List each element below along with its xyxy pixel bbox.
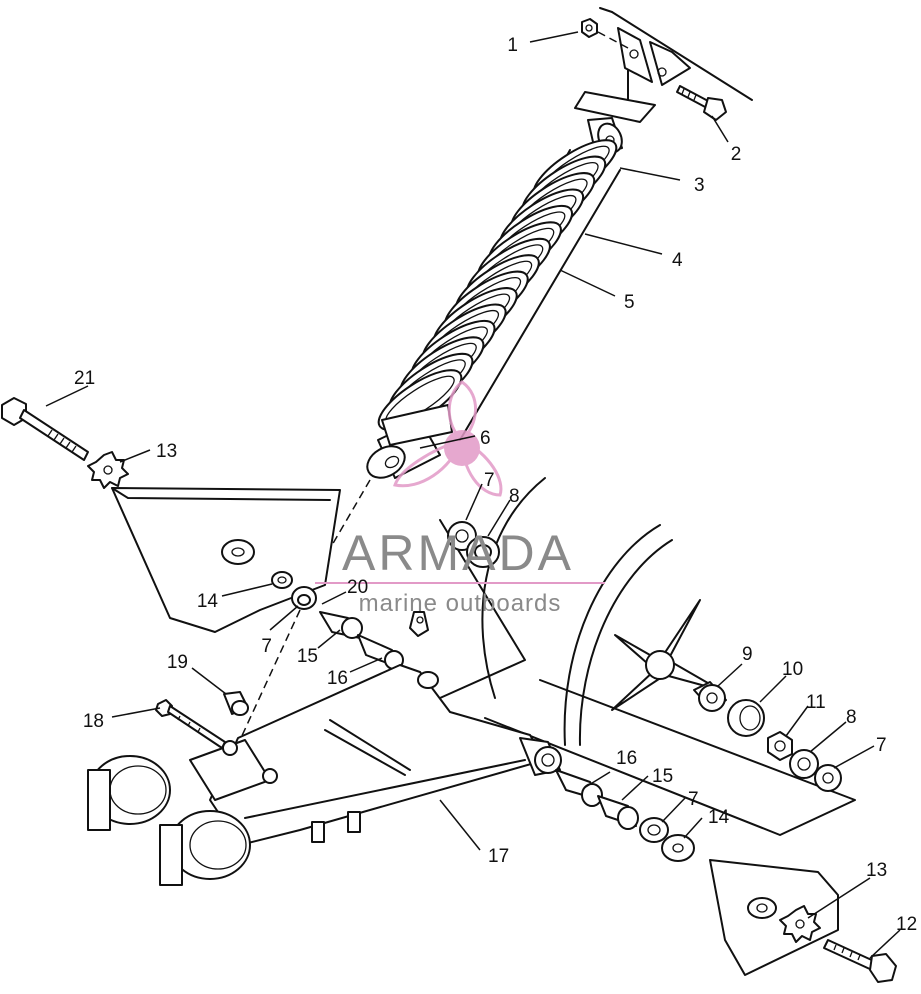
- watermark-brand: ARMADA: [342, 525, 574, 581]
- axle-clamp-left: [87, 755, 251, 886]
- drive-sprocket: [611, 599, 721, 711]
- bolt-2: [676, 85, 727, 121]
- bolt-21: [1, 397, 89, 461]
- callout-7-right: 7: [876, 735, 887, 756]
- callout-8-shock: 8: [509, 486, 520, 507]
- bolt-12: [823, 939, 897, 983]
- propeller-logo-icon: [393, 380, 503, 497]
- callout-13-left: 13: [156, 441, 177, 462]
- sleeve-15-left: [319, 611, 363, 639]
- nut-1: [581, 18, 629, 49]
- shock-lower-end: [366, 404, 453, 479]
- bolt-18: [155, 699, 226, 749]
- callout-17: 17: [488, 846, 509, 867]
- callout-13-right: 13: [866, 860, 887, 881]
- nut-19: [223, 691, 249, 716]
- callout-16-left: 16: [327, 668, 348, 689]
- star-washer-13-left: [87, 451, 129, 489]
- watermark-tagline: marine outboards: [359, 590, 562, 617]
- frame-mount-bracket: [574, 7, 753, 123]
- nut-11: [767, 731, 793, 761]
- washer-7-right: [814, 764, 842, 792]
- armada-watermark: ARMADA marine outboards: [315, 380, 605, 617]
- washer-8-upper: [466, 536, 500, 568]
- tunnel-outline: [439, 477, 856, 836]
- left-side-plate: [111, 487, 341, 633]
- callout-16-right: 16: [616, 748, 637, 769]
- callout-11: 11: [806, 692, 826, 713]
- sleeve-15-right: [597, 795, 639, 830]
- callout-10: 10: [782, 659, 803, 680]
- callout-14-left: 14: [197, 591, 219, 612]
- callout-6: 6: [480, 428, 491, 449]
- callout-12: 12: [896, 914, 917, 935]
- callout-19: 19: [167, 652, 188, 673]
- washer-8-lower: [789, 749, 819, 779]
- swing-arm-17: [189, 664, 562, 846]
- callout-5: 5: [624, 292, 635, 313]
- star-washer-13-right: [779, 905, 821, 943]
- callout-15-left: 15: [297, 646, 318, 667]
- callout-1: 1: [507, 35, 518, 56]
- callout-2: 2: [731, 144, 742, 165]
- callout-15-right: 15: [652, 766, 673, 787]
- callout-labels: 1 2 3 4 5 6 7 8 7 9 10 11 8 7 12 13 13 1…: [74, 35, 917, 935]
- washer-14-left: [271, 571, 293, 589]
- grease-fitting-20: [409, 611, 429, 637]
- bushing-16-right: [555, 769, 603, 807]
- callout-7-lower: 7: [688, 789, 699, 810]
- bushing-16-left: [357, 634, 404, 670]
- bushing-7-left: [291, 586, 317, 610]
- callout-4: 4: [672, 250, 683, 271]
- callout-3: 3: [694, 175, 705, 196]
- bushing-9: [693, 681, 727, 712]
- callout-18: 18: [83, 711, 104, 732]
- callout-7-left: 7: [261, 636, 272, 657]
- callout-21: 21: [74, 368, 95, 389]
- washer-7-lower: [639, 817, 669, 843]
- callout-8-right: 8: [846, 707, 857, 728]
- spacer-10: [727, 699, 765, 737]
- callout-20: 20: [347, 577, 368, 598]
- right-side-plate: [709, 859, 839, 976]
- callout-7-shock: 7: [484, 470, 495, 491]
- coil-spring: [377, 139, 618, 431]
- callout-9: 9: [742, 644, 753, 665]
- leader-lines: [45, 31, 901, 959]
- callout-14-right: 14: [708, 807, 730, 828]
- washer-14-right: [661, 834, 695, 862]
